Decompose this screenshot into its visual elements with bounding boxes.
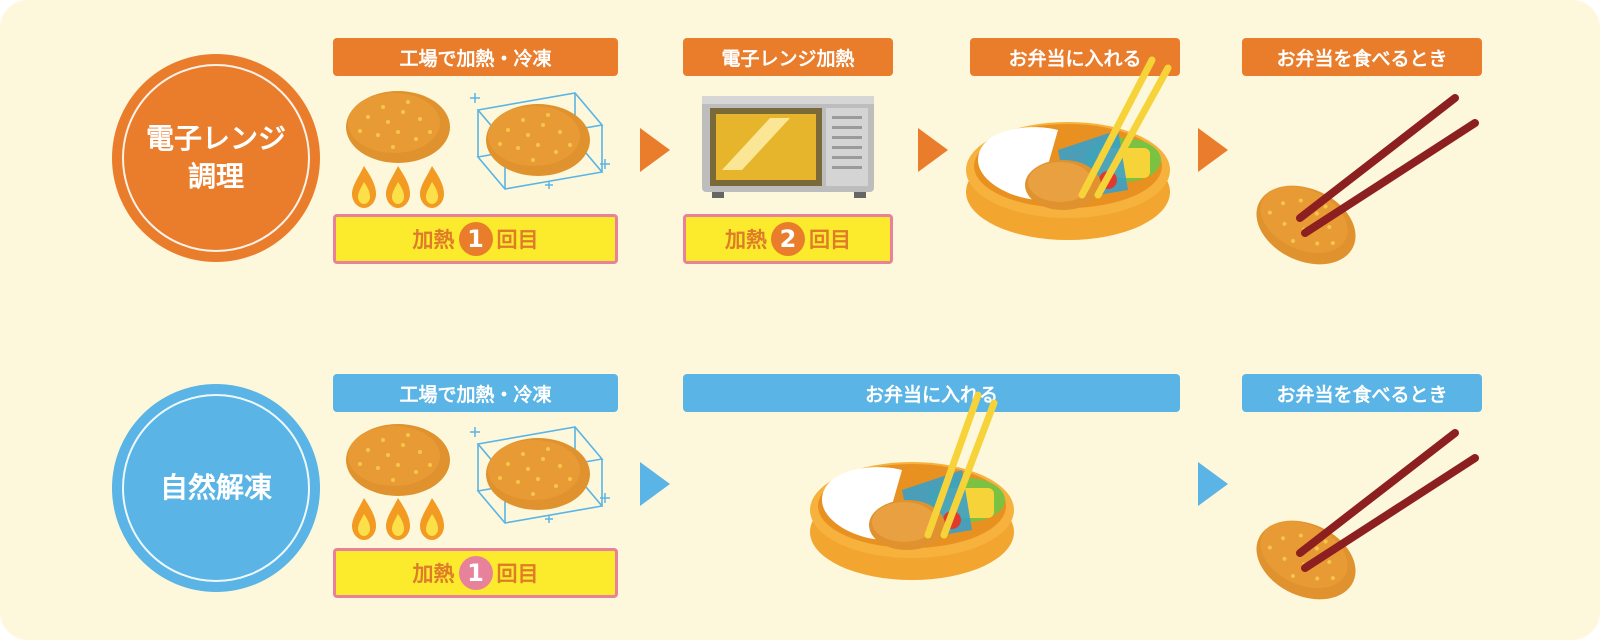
heat-prefix: 加熱 [725, 228, 767, 252]
heat-count-badge: 2 [771, 222, 805, 256]
arrow-right-icon [918, 128, 948, 172]
step-label-factory: 工場で加熱・冷凍 [333, 38, 618, 76]
arrow-right-icon [1198, 462, 1228, 506]
step-label-factory: 工場で加熱・冷凍 [333, 374, 618, 412]
bento-box-icon [810, 391, 1014, 580]
method-label-line1: 電子レンジ [145, 122, 286, 155]
bento-box-icon [966, 56, 1172, 240]
arrow-right-icon [640, 462, 670, 506]
freezer-box-icon [470, 426, 610, 524]
method-label-line1: 自然解凍 [159, 471, 272, 504]
heat-prefix: 加熱 [412, 228, 455, 252]
heat-suffix: 回目 [496, 228, 539, 252]
method-circle-microwave: 電子レンジ 調理 [112, 54, 320, 262]
chopsticks-icon [0, 0, 1, 1]
heat-count-badge: 1 [458, 556, 493, 590]
heat-count-box: 加熱 1 回目 [333, 214, 618, 264]
heat-count-badge: 1 [458, 222, 493, 256]
arrow-right-icon [640, 128, 670, 172]
heat-count-box: 加熱 1 回目 [333, 548, 618, 598]
heat-prefix: 加熱 [412, 562, 455, 586]
arrow-right-icon [1198, 128, 1228, 172]
step-label-eating: お弁当を食べるとき [1242, 374, 1482, 412]
step-label-eating: お弁当を食べるとき [1242, 38, 1482, 76]
freezer-box-icon [470, 92, 610, 190]
microwave-icon [702, 96, 874, 198]
heat-suffix: 回目 [496, 562, 539, 586]
step-label-microwave: 電子レンジ加熱 [683, 38, 893, 76]
step-label-bento: お弁当に入れる [683, 374, 1180, 412]
heat-suffix: 回目 [809, 228, 851, 252]
heat-count-box: 加熱 2 回目 [683, 214, 893, 264]
method-circle-natural-thaw: 自然解凍 [112, 384, 320, 592]
method-label-line2: 調理 [187, 160, 244, 193]
